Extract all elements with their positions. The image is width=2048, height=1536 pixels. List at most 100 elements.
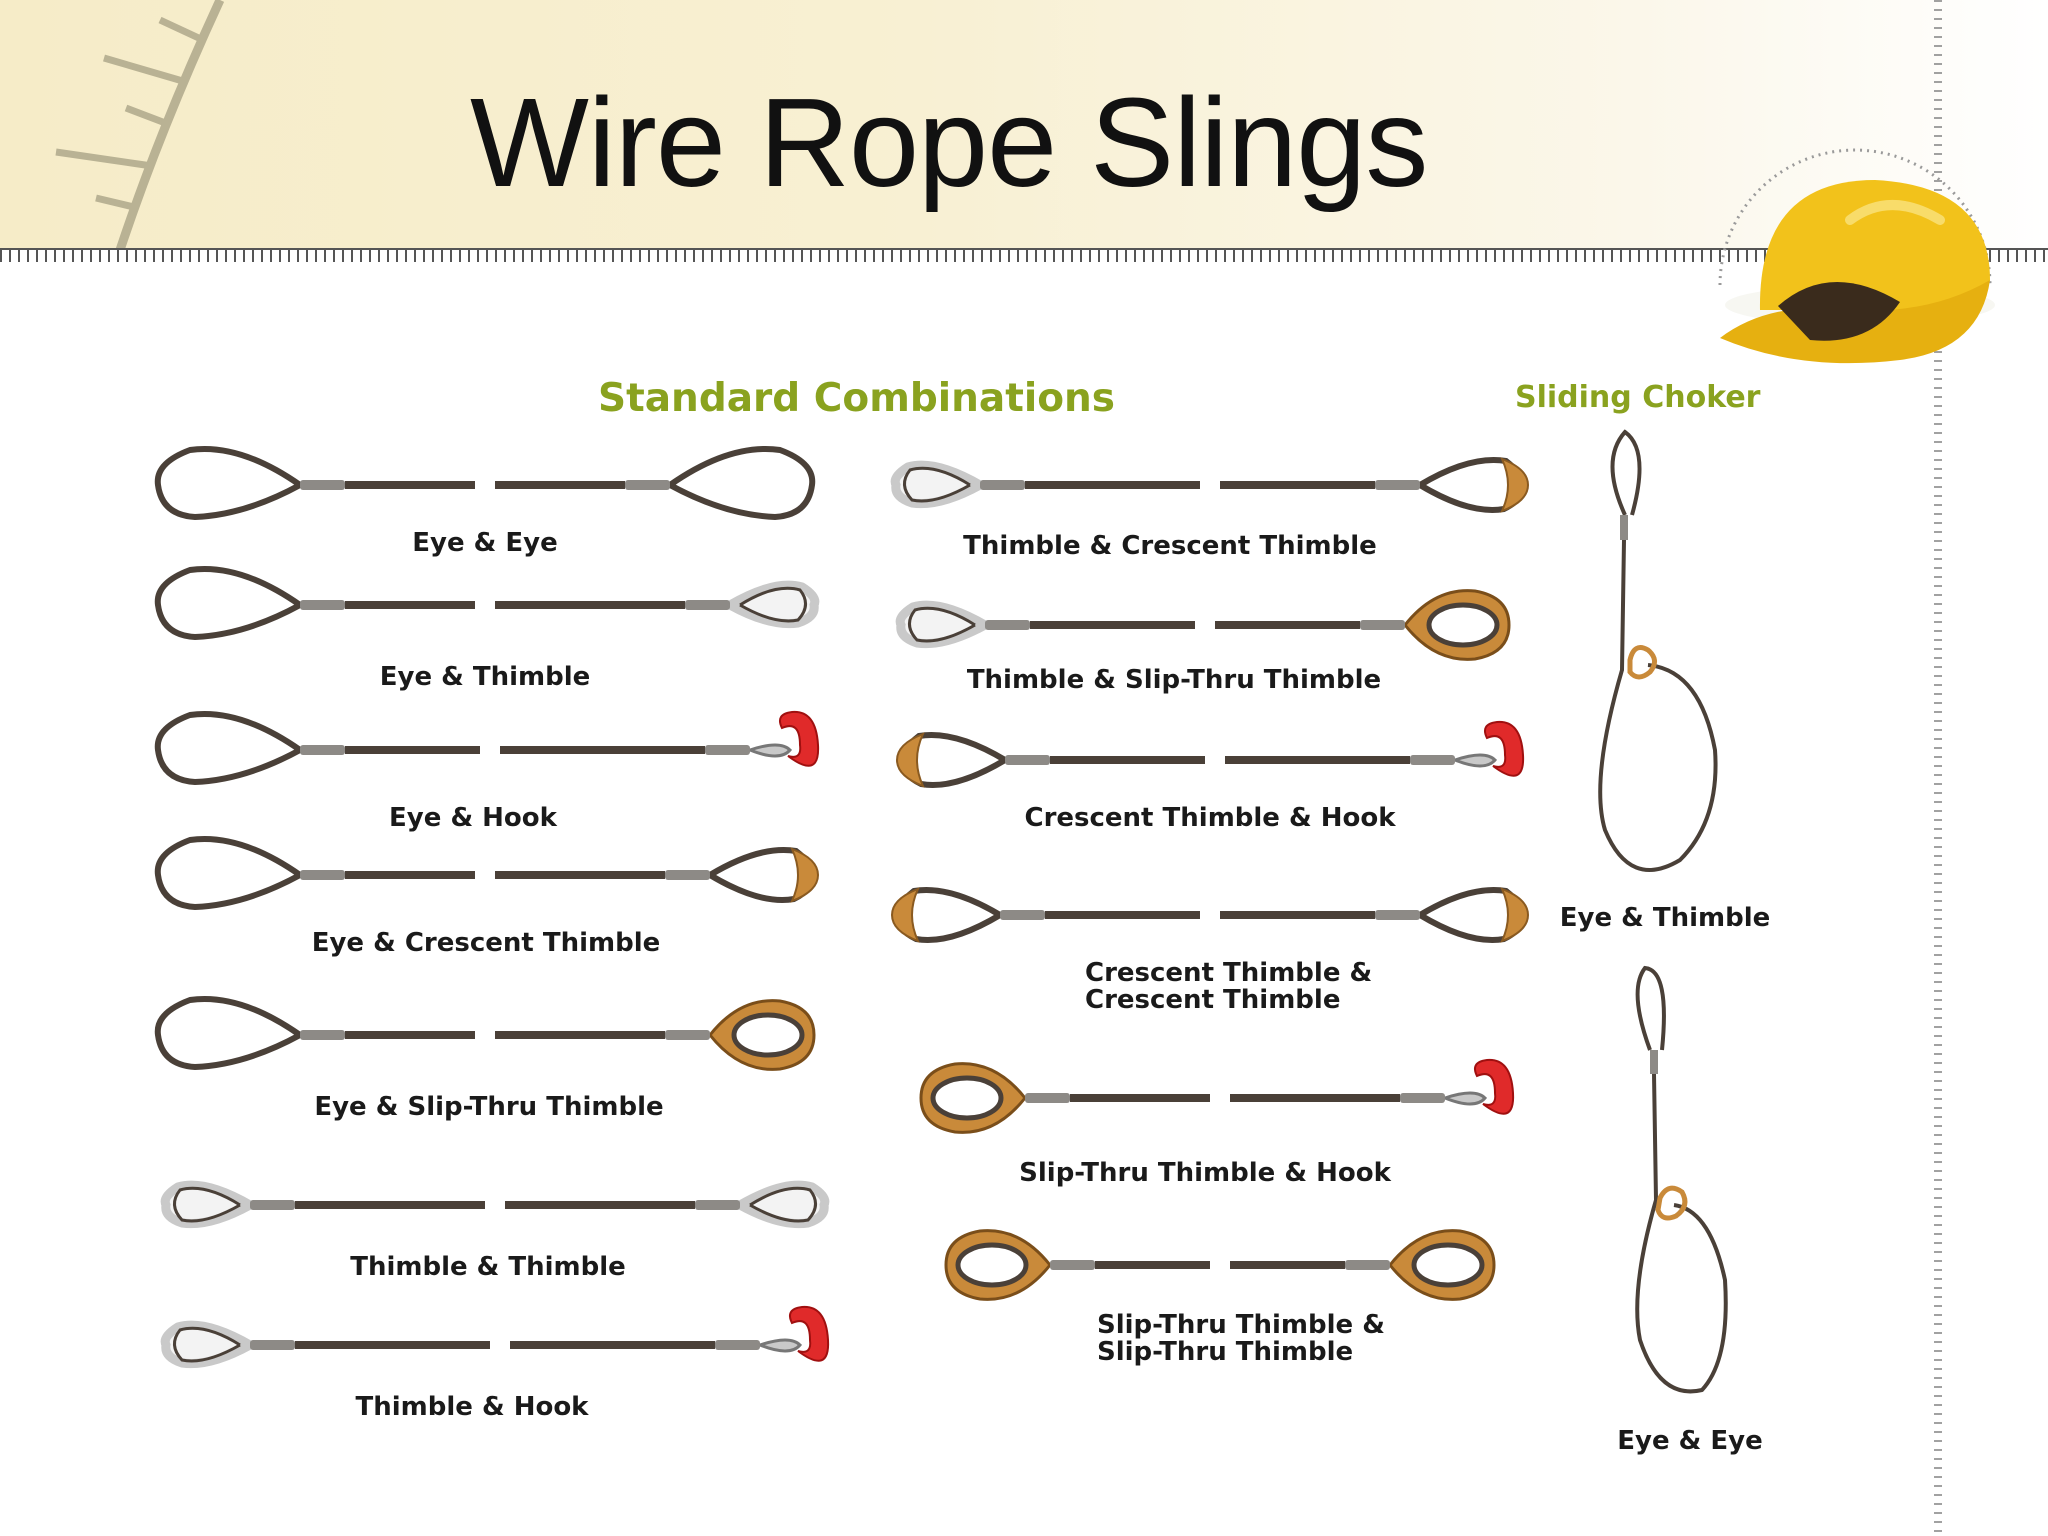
- label-line-1: Slip-Thru Thimble &: [1097, 1310, 1385, 1340]
- slipthru-fitting-left: [919, 1062, 1070, 1134]
- eye-fitting-left: [154, 446, 345, 521]
- sleeve: [985, 620, 1030, 630]
- slipthru-hole: [1426, 602, 1500, 648]
- hook-body: [789, 1305, 830, 1362]
- slipthru-fitting-right: [1360, 589, 1511, 661]
- slipthru-fitting-right: [1345, 1229, 1496, 1301]
- hook-body: [1474, 1058, 1515, 1115]
- sleeve: [1025, 1093, 1070, 1103]
- sleeve: [715, 1340, 760, 1350]
- thimble-eye: [160, 1180, 253, 1229]
- sling-thimble-slipthru: [895, 580, 1515, 680]
- slipthru-hole: [930, 1075, 1004, 1121]
- sleeve: [1375, 480, 1420, 490]
- sling-label-thimble-crescent: Thimble & Crescent Thimble: [963, 531, 1377, 561]
- sleeve: [1050, 1260, 1095, 1270]
- hook-thimble: [759, 1338, 803, 1353]
- thimble-eye: [160, 1320, 253, 1369]
- crescent-shoe: [1500, 457, 1530, 513]
- sleeve: [300, 745, 345, 755]
- sling-thimble-crescent: [890, 440, 1530, 540]
- sleeve: [625, 480, 670, 490]
- eye-fitting-right: [625, 446, 816, 521]
- thimble-rope: [903, 466, 971, 503]
- eye-fitting-left: [154, 566, 345, 641]
- sling-label-slipthru-slipthru: Slip-Thru Thimble & Slip-Thru Thimble: [1097, 1312, 1385, 1366]
- eye-loop: [154, 446, 302, 521]
- thimble-rope: [739, 586, 807, 623]
- sleeve: [1000, 910, 1045, 920]
- choker-sling-eye-thimble: [1598, 429, 1718, 872]
- thimble-fitting-right: [685, 580, 820, 629]
- thimble-fitting-left: [890, 460, 1025, 509]
- crescent-shoe: [895, 732, 925, 788]
- slide-header: [0, 0, 2048, 250]
- sling-crescent-crescent: [890, 870, 1530, 970]
- thimble-fitting-left: [895, 600, 1030, 649]
- sling-label-slipthru-hook: Slip-Thru Thimble & Hook: [1019, 1158, 1391, 1188]
- eye-fitting-left: [154, 996, 345, 1071]
- thimble-rope: [908, 606, 976, 643]
- thimble-fitting-left: [160, 1320, 295, 1369]
- crescent-shoe: [890, 887, 920, 943]
- protractor-decoration: [55, 0, 225, 250]
- eye-fitting-left: [154, 836, 345, 911]
- sleeve: [250, 1200, 295, 1210]
- crescent-shoe: [1500, 887, 1530, 943]
- sleeve: [300, 480, 345, 490]
- sling-label-eye-slipthru: Eye & Slip-Thru Thimble: [314, 1092, 664, 1122]
- sling-eye-slipthru: [150, 990, 820, 1090]
- eye-fitting-left: [154, 711, 345, 786]
- sling-thimble-thimble: [160, 1160, 830, 1260]
- sling-thimble-hook: [160, 1300, 840, 1400]
- sleeve: [705, 745, 750, 755]
- slipthru-fitting-left: [944, 1229, 1095, 1301]
- sleeve: [1360, 620, 1405, 630]
- thimble-fitting-right: [695, 1180, 830, 1229]
- sleeve: [1400, 1093, 1445, 1103]
- hook-thimble: [749, 743, 793, 758]
- thimble-fitting-left: [160, 1180, 295, 1229]
- sling-eye-eye: [150, 440, 820, 540]
- crescent-fitting-left: [890, 887, 1045, 943]
- sling-label-crescent-hook: Crescent Thimble & Hook: [1024, 803, 1396, 833]
- sleeve: [665, 870, 710, 880]
- sling-label-eye-thimble: Eye & Thimble: [379, 662, 591, 692]
- slipthru-hole: [1411, 1242, 1485, 1288]
- thimble-eye: [895, 600, 988, 649]
- sleeve: [665, 1030, 710, 1040]
- hook-body: [779, 710, 820, 767]
- sling-label-crescent-crescent: Crescent Thimble & Crescent Thimble: [1085, 960, 1372, 1014]
- eye-loop: [154, 711, 302, 786]
- slipthru-hole: [731, 1012, 805, 1058]
- sling-eye-hook: [150, 705, 830, 805]
- sling-label-thimble-hook: Thimble & Hook: [355, 1392, 589, 1422]
- hard-hat-icon: [1718, 148, 1995, 364]
- label-line-2: Crescent Thimble: [1085, 985, 1341, 1015]
- ruler-strip: [0, 248, 2048, 264]
- slipthru-hole: [955, 1242, 1029, 1288]
- standard-combinations-heading: Standard Combinations: [598, 376, 1115, 421]
- hook-thimble: [1444, 1091, 1488, 1106]
- crescent-fitting-right: [665, 847, 820, 903]
- hook-thimble: [1454, 753, 1498, 768]
- choker-label-eye-eye: Eye & Eye: [1617, 1426, 1763, 1456]
- label-line-2: Slip-Thru Thimble: [1097, 1337, 1354, 1367]
- eye-loop: [668, 446, 816, 521]
- sleeve: [1410, 755, 1455, 765]
- slipthru-fitting-right: [665, 999, 816, 1071]
- sling-crescent-hook: [895, 715, 1535, 815]
- crescent-fitting-left: [895, 732, 1050, 788]
- hook-fitting-right: [705, 710, 820, 767]
- sling-label-eye-crescent: Eye & Crescent Thimble: [311, 928, 661, 958]
- thimble-rope: [173, 1186, 241, 1223]
- eye-loop: [154, 566, 302, 641]
- sling-eye-thimble: [150, 560, 820, 660]
- hook-fitting-right: [715, 1305, 830, 1362]
- sleeve: [250, 1340, 295, 1350]
- thimble-rope: [173, 1326, 241, 1363]
- hook-fitting-right: [1400, 1058, 1515, 1115]
- sling-eye-crescent: [150, 830, 820, 930]
- choker-sling-eye-eye: [1635, 965, 1728, 1394]
- thimble-eye: [737, 1180, 830, 1229]
